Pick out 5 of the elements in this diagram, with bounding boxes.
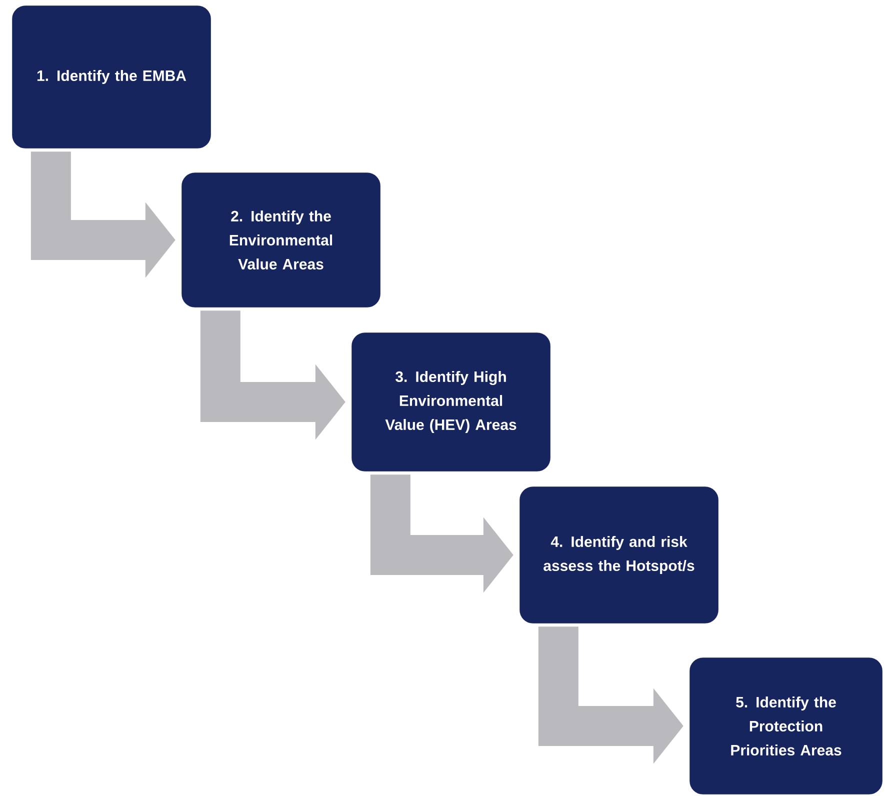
process-box: 2. Identify the Environmental Value Areas [180,171,382,309]
process-box: 4. Identify and risk assess the Hotspot/s [518,485,720,625]
process-box: 3. Identify High Environmental Value (HEV) Areas [350,331,552,473]
process-box: 5. Identify the Protection Priorities Areas [688,656,884,796]
process-box: 1. Identify the EMBA [10,4,212,150]
